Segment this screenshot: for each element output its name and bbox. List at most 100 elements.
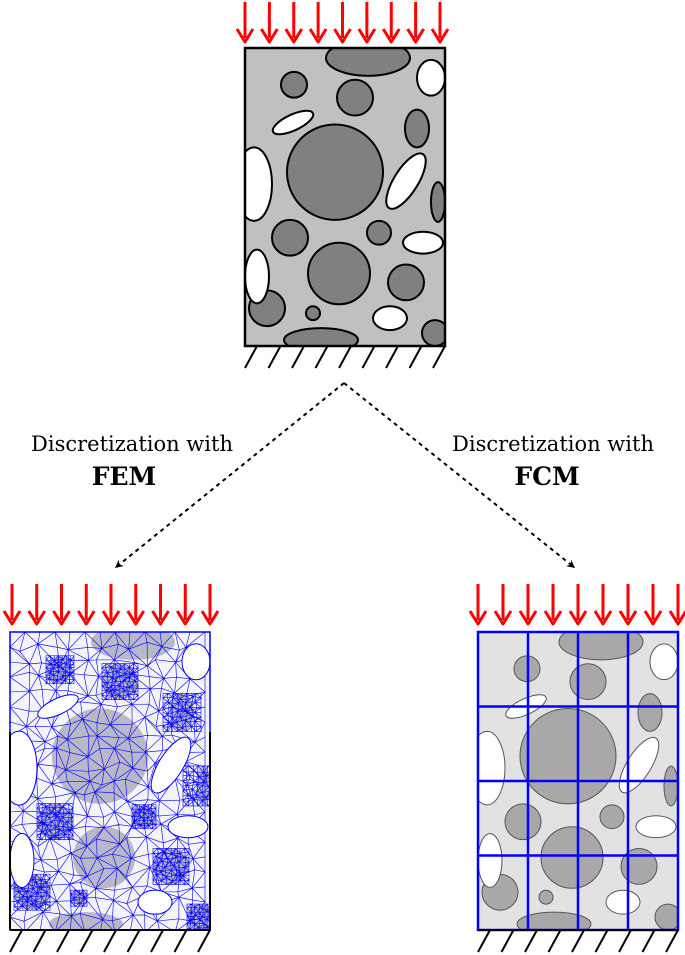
down-arrow-icon	[518, 610, 538, 626]
void	[635, 815, 677, 839]
down-arrow-icon	[101, 610, 121, 626]
void	[478, 833, 503, 888]
down-arrow-icon	[284, 28, 304, 44]
void	[10, 832, 35, 888]
void	[10, 730, 38, 806]
void	[245, 146, 273, 222]
down-arrow-icon	[333, 28, 352, 44]
inclusion	[49, 912, 123, 930]
hatch-line	[385, 345, 399, 369]
fem-support	[9, 929, 211, 953]
down-arrow-icon	[175, 610, 195, 626]
inclusion	[387, 263, 425, 302]
void	[372, 305, 408, 332]
hatch-line	[477, 929, 491, 953]
fcm-caption-line: Discretization with	[452, 432, 654, 456]
hatch-line	[500, 929, 515, 953]
inclusion	[280, 70, 308, 99]
down-arrow-icon	[52, 610, 71, 626]
void	[649, 643, 678, 681]
mesh-patch	[162, 692, 202, 733]
inclusion	[569, 663, 607, 701]
inclusion	[307, 241, 371, 306]
inclusion	[52, 708, 148, 804]
down-arrow-icon	[406, 28, 425, 44]
mesh-patch	[152, 847, 190, 886]
hatch-line	[150, 929, 164, 953]
inclusion	[325, 48, 411, 77]
void	[37, 694, 79, 719]
mesh-patch	[181, 765, 210, 807]
void	[271, 109, 315, 136]
hatch-line	[641, 929, 656, 953]
down-arrow-icon	[200, 610, 220, 626]
void	[181, 643, 210, 681]
inclusion	[654, 903, 678, 930]
hatch-line	[32, 929, 47, 953]
void	[385, 152, 427, 210]
inclusion	[366, 219, 392, 246]
mesh-patch	[186, 903, 210, 930]
inclusion	[91, 632, 175, 660]
inclusion	[271, 218, 309, 257]
inclusion	[305, 305, 321, 322]
down-arrow-icon	[308, 28, 328, 44]
mesh-patch	[70, 889, 88, 908]
down-arrow-icon	[151, 610, 170, 626]
fem-caption-line: Discretization with	[31, 432, 233, 456]
mesh-patch	[36, 802, 74, 841]
hatch-line	[267, 345, 282, 369]
fem-specimen	[9, 631, 211, 931]
hatch-line	[103, 929, 117, 953]
hatch-line	[571, 929, 585, 953]
down-arrow-icon	[543, 610, 563, 626]
down-arrow-icon	[126, 610, 146, 626]
hatch-line	[524, 929, 538, 953]
hatch-line	[56, 929, 70, 953]
fcm-support	[477, 929, 679, 953]
hatch-line	[126, 929, 141, 953]
fcm-load-arrows	[468, 584, 685, 626]
down-arrow-icon	[2, 610, 22, 626]
down-arrow-icon	[643, 610, 663, 626]
inclusion	[599, 804, 625, 830]
void	[402, 230, 444, 255]
hatch-line	[9, 929, 23, 953]
down-arrow-icon	[260, 28, 279, 44]
inclusion	[283, 327, 359, 346]
inclusion	[430, 181, 445, 223]
down-arrow-icon	[430, 28, 450, 44]
inclusion	[663, 765, 678, 807]
void	[245, 248, 270, 305]
fem-flow-arrow	[114, 382, 345, 569]
hatch-line	[665, 929, 679, 953]
inclusion	[516, 911, 592, 930]
top-support	[244, 345, 446, 369]
down-arrow-icon	[357, 28, 377, 44]
down-arrow-icon	[593, 610, 613, 626]
hatch-line	[197, 929, 211, 953]
hatch-line	[594, 929, 609, 953]
down-arrow-icon	[668, 610, 685, 626]
inclusion	[519, 707, 617, 805]
inclusion	[558, 632, 644, 661]
down-arrow-icon	[235, 28, 255, 44]
hatch-line	[173, 929, 188, 953]
inclusion	[336, 78, 374, 117]
inclusion	[504, 803, 542, 841]
hatch-line	[314, 345, 329, 369]
hatch-line	[291, 345, 305, 369]
void	[150, 736, 192, 794]
hatch-line	[361, 345, 376, 369]
mesh-patch	[100, 662, 140, 701]
down-arrow-icon	[568, 610, 588, 626]
inclusion	[538, 889, 554, 905]
void	[605, 889, 641, 915]
down-arrow-icon	[76, 610, 96, 626]
down-arrow-icon	[493, 610, 513, 626]
hatch-line	[547, 929, 562, 953]
fem-load-arrows	[2, 584, 220, 626]
inclusion	[637, 693, 663, 732]
top-load-arrows	[235, 2, 450, 44]
